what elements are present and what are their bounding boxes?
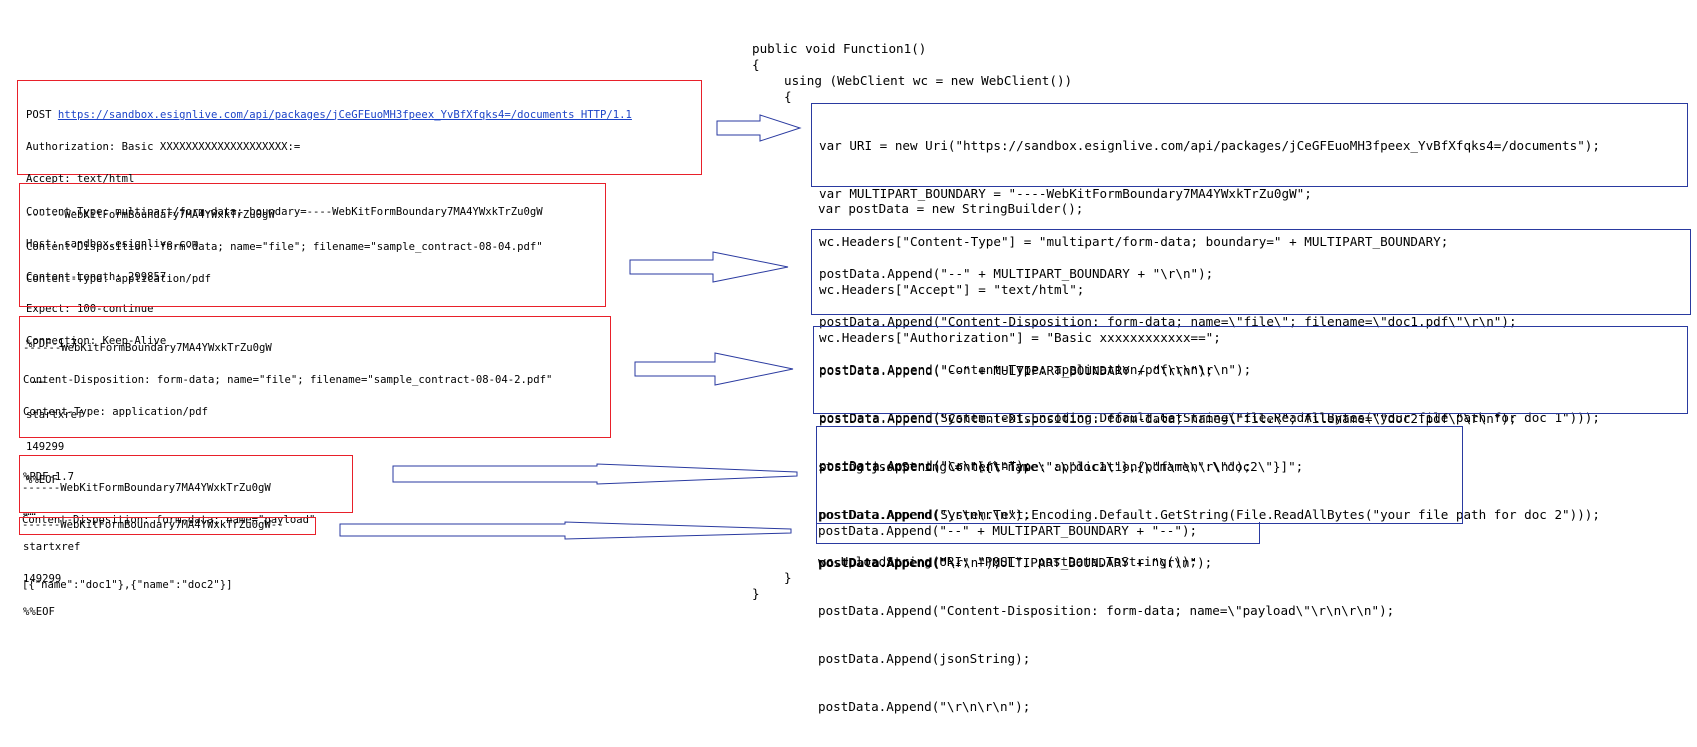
code-line: wc.Headers["Accept"] = "text/html"; [819, 282, 1085, 297]
part1-line: ------WebKitFormBoundary7MA4YWxkTrZu0gW [26, 208, 275, 221]
part2-line: %%EOF [23, 605, 55, 618]
open-brace: { [752, 57, 760, 72]
code-headers-text: var URI = new Uri("https://sandbox.esign… [819, 106, 1600, 378]
part2-line: ------WebKitFormBoundary7MA4YWxkTrZu0gW [23, 341, 272, 354]
inner-open-brace: { [784, 89, 792, 104]
part2-line: %PDF-1.7 [23, 471, 75, 484]
http-headers-text: POST https://sandbox.esignlive.com/api/p… [26, 88, 632, 369]
payload-line: [{"name":"doc1"},{"name":"doc2"}] [22, 578, 233, 591]
function-signature: public void Function1() [752, 41, 927, 56]
arrow-right-icon [634, 352, 794, 386]
code-end-box: postData.Append("--" + MULTIPART_BOUNDAR… [816, 522, 1260, 544]
part1-line: Content-Type: application/pdf [26, 273, 211, 286]
payload-line: Content-Disposition: form-data; name="pa… [22, 513, 316, 526]
header-line: Content-Length: 299857 [26, 270, 167, 283]
code-line: postData.Append("--" + MULTIPART_BOUNDAR… [818, 555, 1213, 570]
part1-line: %PDF-1.7 [26, 338, 78, 351]
header-line: Host: sandbox.esignlive.com [26, 238, 199, 251]
code-line: wc.Headers["Authorization"] = "Basic xxx… [819, 330, 1221, 345]
part2-line: Content-Type: application/pdf [23, 406, 208, 419]
code-line: postData.Append("\r\n\r\n"); [818, 507, 1031, 522]
header-line: Authorization: Basic XXXXXXXXXXXXXXXXXXX… [26, 140, 301, 153]
payload-box: ------WebKitFormBoundary7MA4YWxkTrZu0gW … [19, 455, 353, 590]
code-line: postData.Append("--" + MULTIPART_BOUNDAR… [819, 363, 1214, 378]
part1-line: %%EOF [26, 473, 58, 486]
code-line: postData.Append("Content-Disposition: fo… [819, 411, 1517, 426]
code-line: var URI = new Uri("https://sandbox.esign… [819, 138, 1600, 153]
part1-line: Content-Disposition: form-data; name="fi… [26, 240, 543, 253]
code-line: postData.Append(jsonString); [818, 651, 1031, 666]
code-line: wc.Headers["Content-Type"] = "multipart/… [819, 234, 1449, 249]
part1-line: …… [26, 373, 46, 386]
part2-line: startxref [23, 540, 81, 553]
code-line: postData.Append("\r\n\r\n"); [819, 458, 1032, 473]
code-line: postData.Append("\r\n"); [819, 555, 1001, 570]
code-line: postData.Append(System.Text.Encoding.Def… [819, 507, 1600, 522]
code-line: postData.Append("Content-Type: applicati… [819, 362, 1252, 377]
payload-line: ------WebKitFormBoundary7MA4YWxkTrZu0gW [22, 481, 271, 494]
code-payload-box: string jsonString = "[{\"name\":\"doc1\"… [816, 426, 1463, 714]
arrow-right-icon [629, 251, 789, 283]
code-line: postData.Append("Content-Disposition: fo… [818, 603, 1395, 618]
code-doc2-box: postData.Append("--" + MULTIPART_BOUNDAR… [813, 326, 1688, 570]
code-line: string jsonString = "[{\"name\":\"doc1\"… [818, 459, 1304, 474]
part2-text: ------WebKitFormBoundary7MA4YWxkTrZu0gW … [23, 321, 552, 639]
part2-box: ------WebKitFormBoundary7MA4YWxkTrZu0gW … [19, 316, 611, 617]
close-brace: } [752, 586, 760, 601]
part2-line: 149299 [23, 573, 62, 586]
code-headers-box: var URI = new Uri("https://sandbox.esign… [811, 103, 1688, 345]
code-line: postData.Append("--" + MULTIPART_BOUNDAR… [819, 266, 1214, 281]
arrow-left-icon [339, 521, 792, 540]
post-line: POST https://sandbox.esignlive.com/api/p… [26, 108, 632, 121]
http-headers-box: POST https://sandbox.esignlive.com/api/p… [17, 80, 702, 347]
header-line: Expect: 100-continue [26, 302, 154, 315]
using-line: using (WebClient wc = new WebClient()) [784, 73, 1073, 88]
inner-close-brace: } [784, 570, 792, 585]
part1-line: startxref [26, 408, 84, 421]
end-boundary-box: ------WebKitFormBoundary7MA4YWxkTrZu0gW-… [19, 517, 316, 535]
arrow-right-icon [716, 114, 802, 142]
end-boundary-text: ------WebKitFormBoundary7MA4YWxkTrZu0gW-… [22, 519, 284, 531]
code-line: postData.Append("Content-Type: applicati… [819, 459, 1252, 474]
postdata-declaration: var postData = new StringBuilder(); [818, 201, 1084, 216]
code-end-text: postData.Append("--" + MULTIPART_BOUNDAR… [818, 523, 1198, 538]
code-doc2-text: postData.Append("--" + MULTIPART_BOUNDAR… [819, 331, 1600, 603]
code-line: var MULTIPART_BOUNDARY = "----WebKitForm… [819, 186, 1312, 201]
header-line: Connection: Keep-Alive [26, 335, 167, 348]
part1-line: 149299 [26, 441, 65, 454]
code-line: postData.Append("\r\n\r\n"); [818, 699, 1031, 714]
arrows-layer [339, 114, 802, 540]
part1-box: ------WebKitFormBoundary7MA4YWxkTrZu0gW … [19, 183, 606, 485]
post-url-link[interactable]: https://sandbox.esignlive.com/api/packag… [57, 108, 632, 121]
arrow-left-icon [392, 463, 798, 485]
header-line: Accept: text/html [26, 173, 135, 186]
payload-text: ------WebKitFormBoundary7MA4YWxkTrZu0gW … [22, 461, 315, 612]
part2-line: …… [23, 505, 36, 518]
upload-line: wc.UploadString(URI, "POST", postData.To… [818, 554, 1198, 569]
code-doc1-box: postData.Append("--" + MULTIPART_BOUNDAR… [811, 229, 1691, 473]
part2-line: Content-Disposition: form-data; name="fi… [23, 373, 553, 386]
part1-text: ------WebKitFormBoundary7MA4YWxkTrZu0gW … [26, 188, 543, 507]
header-line: Content-Type: multipart/form-data; bound… [26, 205, 543, 218]
code-payload-text: string jsonString = "[{\"name\":\"doc1\"… [818, 427, 1394, 747]
code-line: postData.Append("Content-Disposition: fo… [819, 314, 1517, 329]
